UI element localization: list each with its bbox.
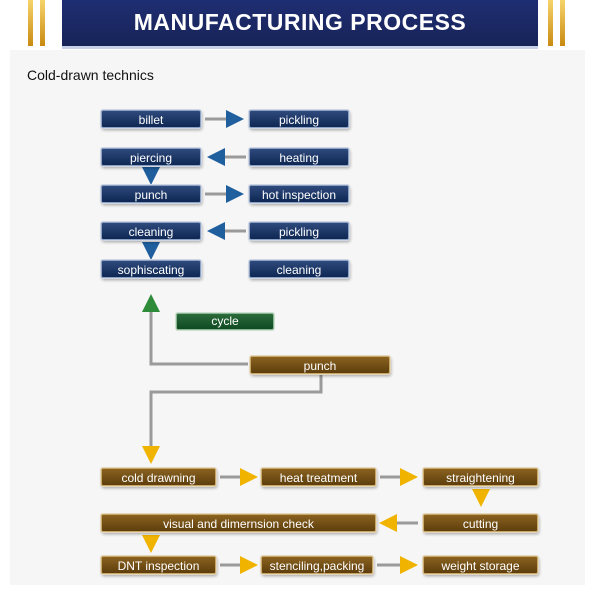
header-banner: MANUFACTURING PROCESS xyxy=(0,0,600,50)
step-sophiscating: sophiscating xyxy=(101,260,201,278)
page-title: MANUFACTURING PROCESS xyxy=(133,9,467,35)
step-heating: heating xyxy=(249,148,349,166)
step-straightening: straightening xyxy=(423,468,538,486)
step-punch: punch xyxy=(101,185,201,203)
step-visual-dimension-check: visual and dimernsion check xyxy=(101,514,376,532)
step-stenciling-packing: stenciling,packing xyxy=(261,556,373,574)
arrow-punch-sophiscating-loop xyxy=(142,294,248,366)
step-heat-treatment: heat treatment xyxy=(261,468,376,486)
banner-stripe xyxy=(28,0,33,46)
cycle-label: cycle xyxy=(176,313,274,330)
step-dnt-inspection: DNT inspection xyxy=(101,556,216,574)
step-cleaning-2: cleaning xyxy=(249,260,349,278)
banner-stripe xyxy=(560,0,565,46)
step-pickling-2: pickling xyxy=(249,222,349,240)
step-weight-storage: weight storage xyxy=(423,556,538,574)
banner-stripe xyxy=(40,0,45,46)
banner-stripe xyxy=(548,0,553,46)
step-punch-2: punch xyxy=(250,356,390,374)
arrow-punch-colddrawning xyxy=(142,374,323,464)
step-billet: billet xyxy=(101,110,201,128)
step-pickling: pickling xyxy=(249,110,349,128)
step-piercing: piercing xyxy=(101,148,201,166)
step-hot-inspection: hot inspection xyxy=(249,185,349,203)
step-cutting: cutting xyxy=(423,514,538,532)
banner-title-box: MANUFACTURING PROCESS xyxy=(62,0,538,49)
step-cold-drawning: cold drawning xyxy=(101,468,216,486)
section-title: Cold-drawn technics xyxy=(27,67,154,83)
step-cleaning: cleaning xyxy=(101,222,201,240)
